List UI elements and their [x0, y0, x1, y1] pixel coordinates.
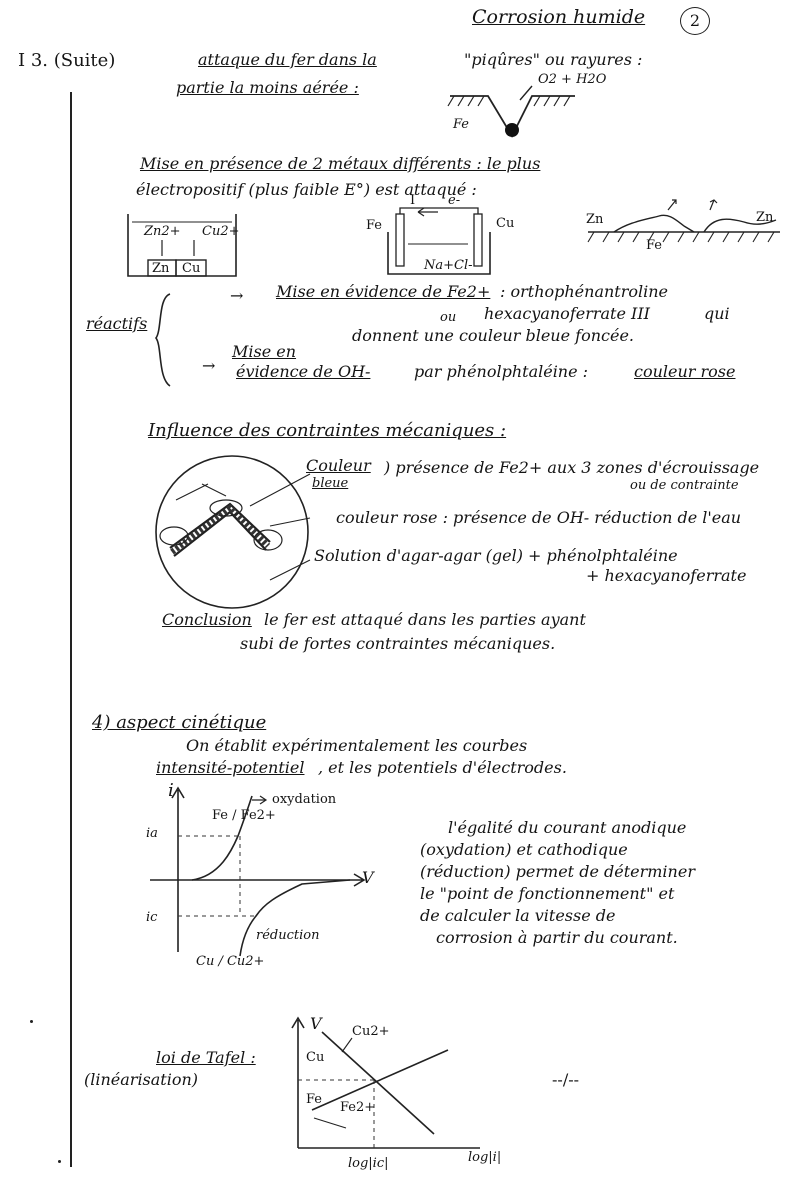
diag2-electron: e-: [448, 193, 461, 208]
page-title: Corrosion humide: [472, 6, 646, 28]
explain-5: de calculer la vitesse de: [420, 906, 616, 925]
o2-h2o-label: O2 + H2O: [538, 72, 607, 87]
tafel-title: loi de Tafel :: [156, 1048, 256, 1067]
margin-dot: [58, 1160, 61, 1163]
reactif-2-title-2: évidence de OH-: [236, 362, 371, 381]
piqures-label: "piqûres" ou rayures :: [464, 50, 643, 69]
fe-cu-cell-diagram: [387, 207, 491, 275]
explain-3: (réduction) permet de déterminer: [420, 862, 695, 881]
stress-experiment-diagram: [155, 455, 311, 609]
reactif-2-title-1: Mise en: [232, 342, 297, 361]
reactif-1-title: Mise en évidence de Fe2+: [276, 282, 491, 301]
reactif-1-or: ou: [440, 310, 457, 325]
label-bleue: bleue: [312, 476, 349, 491]
tafel-axis-v: V: [310, 1014, 322, 1033]
tafel-x-tick: log|ic|: [348, 1156, 389, 1171]
explain-2: (oxydation) et cathodique: [420, 840, 628, 859]
graph-reduction: réduction: [256, 928, 320, 943]
diag1-cu-ion: Cu2+: [202, 224, 240, 239]
graph-cu-couple: Cu / Cu2+: [196, 954, 265, 969]
graph-axis-v: V: [362, 868, 374, 887]
section-label: I 3. (Suite): [18, 50, 116, 71]
aspect-line-2b: , et les potentiels d'électrodes.: [318, 758, 567, 777]
two-metals-line-1: Mise en présence de 2 métaux différents …: [140, 154, 541, 173]
label-agar: Solution d'agar-agar (gel) + phénolphtal…: [314, 546, 678, 565]
reactifs-brace: [155, 293, 171, 387]
graph-ia: ia: [146, 826, 158, 841]
zn-cu-beaker-diagram: [127, 214, 237, 277]
diag2-cu: Cu: [496, 216, 515, 231]
label-contrainte: ou de contrainte: [630, 478, 739, 493]
diag2-fe: Fe: [366, 218, 383, 233]
reactifs-label: réactifs: [86, 314, 148, 333]
reactif-1-text2: hexacyanoferrate III: [484, 304, 650, 323]
graph-axis-i: i: [168, 780, 174, 801]
tafel-x-label: log|i|: [468, 1150, 502, 1165]
label-fe-zones: ) présence de Fe2+ aux 3 zones d'écrouis…: [384, 458, 760, 477]
tafel-fe: Fe: [306, 1092, 323, 1107]
page-number: 2: [680, 7, 710, 35]
graph-ic: ic: [146, 910, 158, 925]
conclusion-line-2: subi de fortes contraintes mécaniques.: [240, 634, 556, 653]
attack-line-1: attaque du fer dans la: [198, 50, 377, 69]
attack-line-2: partie la moins aérée :: [176, 78, 359, 97]
tafel-fe-ion: Fe2+: [340, 1100, 376, 1115]
diag1-cu: Cu: [182, 261, 201, 276]
continued-mark: --/--: [552, 1070, 580, 1089]
pit-fe-label: Fe: [453, 117, 470, 132]
reactif-1-text: : orthophénantroline: [500, 282, 669, 301]
contraintes-title: Influence des contraintes mécaniques :: [148, 420, 507, 441]
explain-1: l'égalité du courant anodique: [448, 818, 687, 837]
pit-diagram: [447, 85, 575, 138]
reactif-2-color: couleur rose: [634, 362, 736, 381]
reactif-2-text: par phénolphtaléine :: [414, 362, 589, 381]
label-couleur: Couleur: [306, 456, 371, 475]
conclusion-title: Conclusion: [162, 610, 252, 629]
graph-oxydation: oxydation: [272, 792, 337, 807]
margin-line: [70, 92, 72, 1167]
aspect-line-1: On établit expérimentalement les courbes: [186, 736, 528, 755]
diag1-zn-ion: Zn2+: [144, 224, 181, 239]
diag3-zn-right: Zn: [756, 210, 774, 225]
reactif-arrow-2: →: [202, 356, 216, 375]
two-metals-line-2: électropositif (plus faible E°) est atta…: [136, 180, 477, 199]
diag2-electrolyte: Na+Cl-: [424, 258, 473, 273]
diag2-current: I: [410, 193, 416, 208]
tafel-cu-ion: Cu2+: [352, 1024, 390, 1039]
explain-4: le "point de fonctionnement" et: [420, 884, 675, 903]
graph-fe-couple: Fe / Fe2+: [212, 808, 276, 823]
aspect-line-2a: intensité-potentiel: [156, 758, 305, 777]
reactif-1-qui: qui: [704, 304, 730, 323]
label-couleur-rose: couleur rose : présence de OH- réduction…: [336, 508, 742, 527]
zn-coating-diagram: [587, 199, 780, 243]
conclusion-line-1: le fer est attaqué dans les parties ayan…: [264, 610, 586, 629]
label-hexacyano: + hexacyanoferrate: [586, 566, 747, 585]
tafel-subtitle: (linéarisation): [84, 1070, 199, 1089]
reactif-1-text3: donnent une couleur bleue foncée.: [352, 326, 634, 345]
tafel-graph: [291, 1016, 480, 1149]
aspect-title: 4) aspect cinétique: [92, 712, 267, 733]
tafel-cu: Cu: [306, 1050, 325, 1065]
intensity-potential-graph: [150, 786, 366, 957]
explain-6: corrosion à partir du courant.: [436, 928, 678, 947]
margin-dot: [30, 1020, 33, 1023]
diag3-zn-left: Zn: [586, 212, 604, 227]
reactif-arrow-1: →: [230, 286, 244, 305]
diag3-fe: Fe: [646, 238, 663, 253]
diag1-zn: Zn: [152, 261, 170, 276]
